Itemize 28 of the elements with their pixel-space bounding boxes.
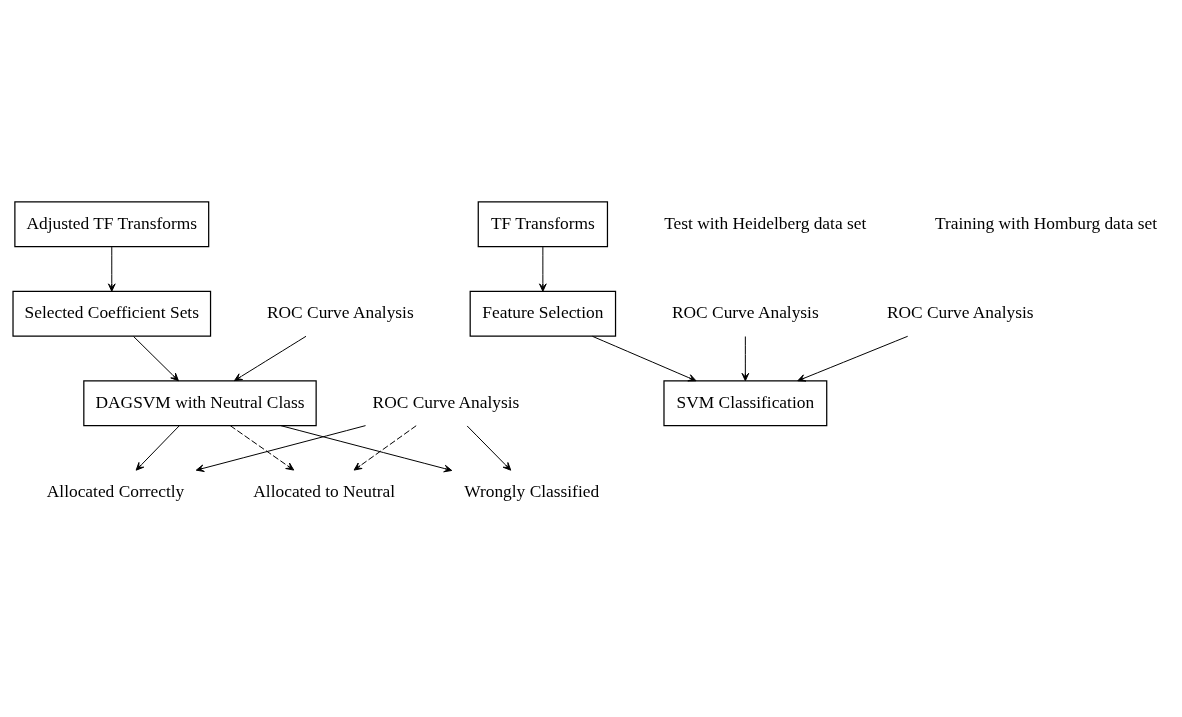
arrow (135, 425, 180, 471)
arrow (280, 425, 453, 473)
label: Training with Homburg data set (934, 213, 1157, 233)
node-text: Allocated to Neutral (253, 482, 396, 502)
arrow (195, 425, 367, 472)
node-box: Adjusted TF Transforms (14, 201, 210, 248)
node-text: Allocated Correctly (46, 482, 185, 502)
arrow (233, 335, 307, 382)
arrow (107, 246, 116, 292)
arrow (539, 246, 547, 292)
node-box: Selected Coefficient Sets (12, 290, 212, 337)
node-text: Wrongly Classified (464, 482, 600, 502)
arrow (466, 425, 512, 471)
arrow (353, 425, 417, 471)
arrow (591, 335, 697, 382)
node-text: ROC Curve Analysis (267, 303, 414, 323)
node-box: TF Transforms (477, 201, 609, 248)
node-box: Feature Selection (469, 290, 617, 337)
arrow (229, 425, 295, 471)
arrow (741, 336, 750, 382)
node-box: SVM Classification (663, 380, 828, 427)
arrow (797, 335, 909, 382)
node-text: ROC Curve Analysis (372, 392, 520, 412)
label: Test with Heidelberg data set (664, 213, 867, 233)
arrow (133, 336, 179, 382)
node-text: ROC Curve Analysis (671, 303, 819, 323)
node-text: ROC Curve Analysis (886, 303, 1034, 323)
node-box: DAGSVM with Neutral Class (83, 380, 317, 427)
